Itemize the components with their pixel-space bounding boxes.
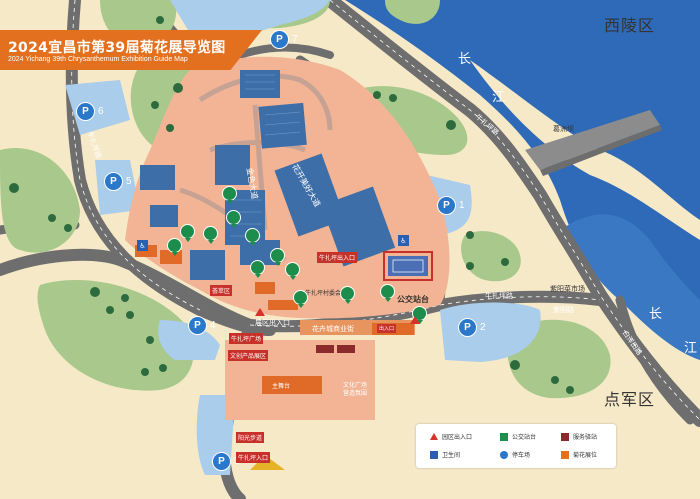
entrance-icon[interactable] bbox=[255, 308, 265, 316]
tag-huigu: 荟萃区 bbox=[210, 285, 233, 296]
parking-num: 4 bbox=[210, 320, 216, 331]
booth-pin[interactable] bbox=[250, 260, 265, 278]
legend-gate: 园区出入口 bbox=[430, 432, 472, 441]
river-label-jiang-1: 江 bbox=[492, 90, 506, 105]
river-label-chang-1: 长 bbox=[458, 52, 472, 67]
legend-chrys: 菊花展位 bbox=[561, 450, 597, 459]
area-label-market: 花卉城商业街 bbox=[312, 325, 354, 333]
legend-parking: 停车场 bbox=[500, 450, 530, 459]
booth-pin[interactable] bbox=[380, 284, 395, 302]
tag-sunny: 阳光步道 bbox=[236, 432, 265, 443]
gezhouba-dam bbox=[525, 110, 662, 176]
sports-court bbox=[383, 251, 433, 281]
parking-num: 7 bbox=[292, 34, 298, 45]
legend-service: 服务驿站 bbox=[561, 432, 597, 441]
area-label-canteen: 文化广场 bbox=[343, 382, 368, 389]
booth-icon bbox=[561, 450, 569, 459]
parking-num: 5 bbox=[126, 176, 132, 187]
restroom-icon[interactable]: ♿ bbox=[398, 235, 409, 246]
legend-wc: 卫生间 bbox=[430, 450, 460, 459]
parking-icon: P bbox=[437, 196, 456, 215]
parking-num: 6 bbox=[98, 106, 104, 117]
booth-pin[interactable] bbox=[167, 238, 182, 256]
tag-niu-square: 牛扎坪广场 bbox=[229, 333, 264, 344]
road-label-niuzha-3: 牛扎坪路 bbox=[485, 292, 513, 300]
district-xiling: 西陵区 bbox=[604, 16, 656, 35]
area-label-show: 主舞台 bbox=[272, 383, 291, 390]
booth-pin[interactable] bbox=[293, 290, 308, 308]
parking-icon: P bbox=[188, 316, 207, 335]
parking-p3[interactable]: P3 bbox=[212, 452, 240, 471]
area-label-bus-stop: 公交站台 bbox=[397, 295, 429, 304]
parking-icon: P bbox=[104, 172, 123, 191]
booth-pin[interactable] bbox=[180, 224, 195, 242]
legend-bus: 公交站台 bbox=[500, 432, 536, 441]
road-label-ziyang: 紫阳路 bbox=[553, 306, 574, 314]
tag-entry2: 牛扎坪入口 bbox=[236, 452, 271, 463]
bus-icon bbox=[500, 432, 508, 441]
service-icon bbox=[561, 432, 569, 441]
parking-icon: P bbox=[76, 102, 95, 121]
booth-pin[interactable] bbox=[285, 262, 300, 280]
restroom-icon[interactable]: ♿ bbox=[137, 240, 148, 251]
parking-num: 1 bbox=[459, 200, 465, 211]
booth-pin[interactable] bbox=[203, 226, 218, 244]
parking-icon: P bbox=[212, 452, 231, 471]
road-label-ziyang-market: 紫阳菜市场 bbox=[550, 285, 585, 293]
entrance-icon[interactable] bbox=[410, 316, 420, 324]
parking-icon: P bbox=[458, 318, 477, 337]
area-label-gate: 展区出入口 bbox=[255, 319, 290, 327]
map-title: 2024宜昌市第39届菊花展导览图 bbox=[8, 40, 226, 56]
tag-niuzha-gate: 牛扎坪出入口 bbox=[317, 252, 358, 263]
booth-pin[interactable] bbox=[270, 248, 285, 266]
tag-cultural: 文创产品展区 bbox=[228, 350, 269, 361]
map-subtitle: 2024 Yichang 39th Chrysanthemum Exhibiti… bbox=[8, 56, 188, 63]
booth-pin[interactable] bbox=[222, 186, 237, 204]
river-label-chang-2: 长 bbox=[649, 307, 663, 322]
dam-label: 葛洲坝 bbox=[553, 125, 574, 133]
restroom-icon bbox=[430, 450, 438, 459]
parking-num: 2 bbox=[480, 322, 486, 333]
parking-icon: P bbox=[270, 30, 289, 49]
booth-pin[interactable] bbox=[340, 286, 355, 304]
river-label-jiang-2: 江 bbox=[684, 341, 698, 356]
booth-pin[interactable] bbox=[226, 210, 241, 228]
triangle-icon bbox=[430, 433, 438, 440]
area-label-niuzha-village: 牛扎坪村委会 bbox=[305, 290, 342, 297]
district-dianjun: 点军区 bbox=[604, 390, 656, 409]
title-banner bbox=[0, 30, 262, 70]
booth-pin[interactable] bbox=[245, 228, 260, 246]
area-label-parking-hint: 营造氛围 bbox=[343, 390, 368, 397]
map-legend: 园区出入口 公交站台 服务驿站 卫生间 停车场 菊花展位 bbox=[416, 424, 616, 468]
tag-exit: 出入口 bbox=[377, 324, 397, 333]
parking-icon bbox=[500, 450, 508, 459]
